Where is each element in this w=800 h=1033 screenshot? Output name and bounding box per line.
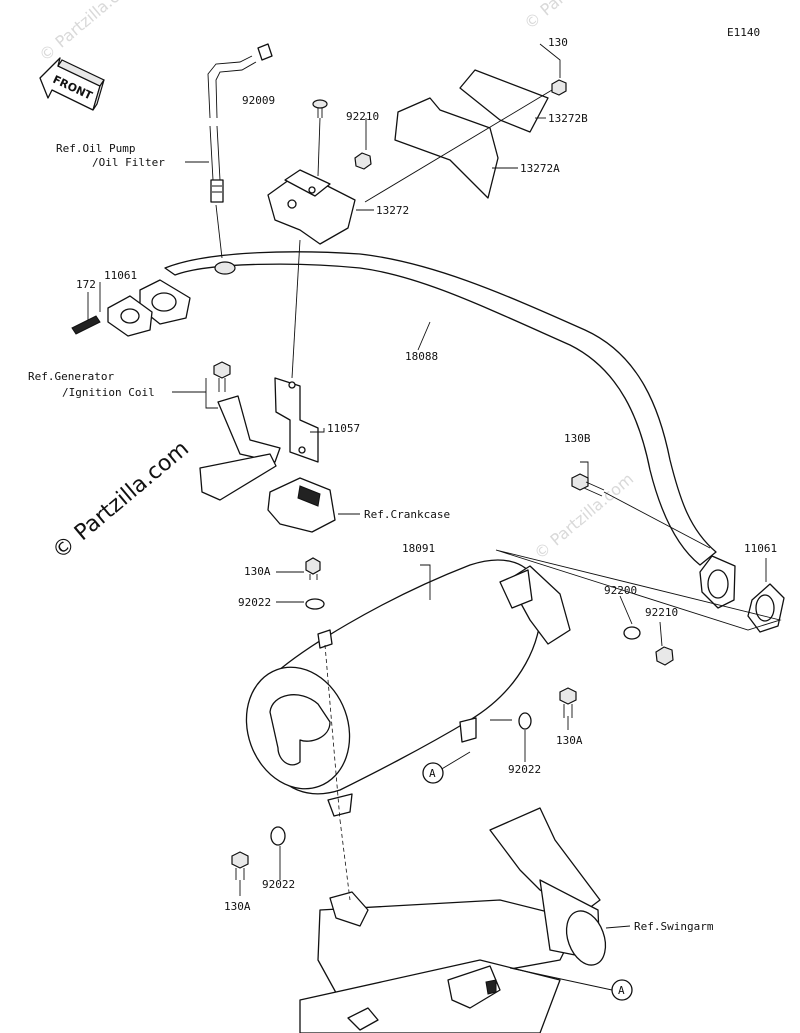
diagram-code: E1140: [727, 26, 760, 39]
callout-130a-right: 130A: [556, 734, 583, 747]
ref-swingarm: Ref.Swingarm: [634, 920, 714, 933]
callout-172: 172: [76, 278, 96, 291]
callout-92210-right: 92210: [645, 606, 678, 619]
callout-130a-top: 130A: [244, 565, 271, 578]
washer-92022-right: [518, 712, 532, 730]
callout-11057: 11057: [327, 422, 360, 435]
front-arrow-icon: FRONT: [39, 57, 105, 111]
swingarm: [299, 807, 607, 1033]
callout-13272b: 13272B: [548, 112, 588, 125]
watermark-faint-top-right: © Partzilla.com: [520, 0, 627, 33]
leader-lines: [87, 43, 782, 991]
callout-13272: 13272: [376, 204, 409, 217]
gasket-11061-left: [107, 295, 153, 337]
callout-18091: 18091: [402, 542, 435, 555]
watermark-main: © Partzilla.com: [48, 436, 194, 564]
callout-11061-right: 11061: [744, 542, 777, 555]
muffler-18091: [245, 559, 571, 821]
ref-oil-pump-line1: Ref.Oil Pump: [56, 142, 135, 155]
stud-172: [71, 315, 101, 335]
bracket-13272: [267, 169, 356, 245]
washer-92022-bottom: [270, 826, 286, 846]
callout-92022-top: 92022: [238, 596, 271, 609]
callout-92200: 92200: [604, 584, 637, 597]
ref-generator-line1: Ref.Generator: [28, 370, 114, 383]
crankcase-bracket: [267, 477, 336, 533]
washer-92200: [623, 626, 641, 640]
ref-crankcase: Ref.Crankcase: [364, 508, 450, 521]
callout-130b: 130B: [564, 432, 591, 445]
callout-92210-top: 92210: [346, 110, 379, 123]
svg-text:A: A: [429, 767, 436, 780]
oil-pipe: [207, 43, 273, 203]
marker-a-upper: A: [422, 762, 444, 784]
nut-92210-right: [655, 646, 674, 666]
bolt-130-top: [551, 79, 567, 96]
svg-text:A: A: [618, 984, 625, 997]
nut-92210-top: [354, 152, 372, 170]
callout-92022-right: 92022: [508, 763, 541, 776]
washer-92022-top: [305, 598, 325, 610]
ref-generator-line2: /Ignition Coil: [62, 386, 155, 399]
callout-13272a: 13272A: [520, 162, 560, 175]
bolt-130b: [571, 473, 605, 497]
bolt-130a-right: [559, 687, 577, 718]
callout-11061-left: 11061: [104, 269, 137, 282]
callout-92009: 92009: [242, 94, 275, 107]
heat-shield-13272b: [459, 69, 549, 133]
heat-shield-13272a: [394, 97, 499, 199]
bolt-generator-bracket: [213, 361, 231, 392]
bolt-130a-top: [305, 557, 321, 580]
marker-a-lower: A: [611, 979, 633, 1001]
watermark-faint-top-left: © Partzilla.com: [35, 0, 142, 65]
callout-92022-bottom: 92022: [262, 878, 295, 891]
bolt-92009: [312, 99, 328, 118]
callout-18088: 18088: [405, 350, 438, 363]
gasket-11061-right: [699, 555, 785, 633]
bolt-130a-bottom: [231, 851, 249, 880]
callout-130a-bottom: 130A: [224, 900, 251, 913]
bracket-11057: [199, 377, 319, 501]
callout-130-top: 130: [548, 36, 568, 49]
ref-oil-pump-line2: /Oil Filter: [92, 156, 165, 169]
